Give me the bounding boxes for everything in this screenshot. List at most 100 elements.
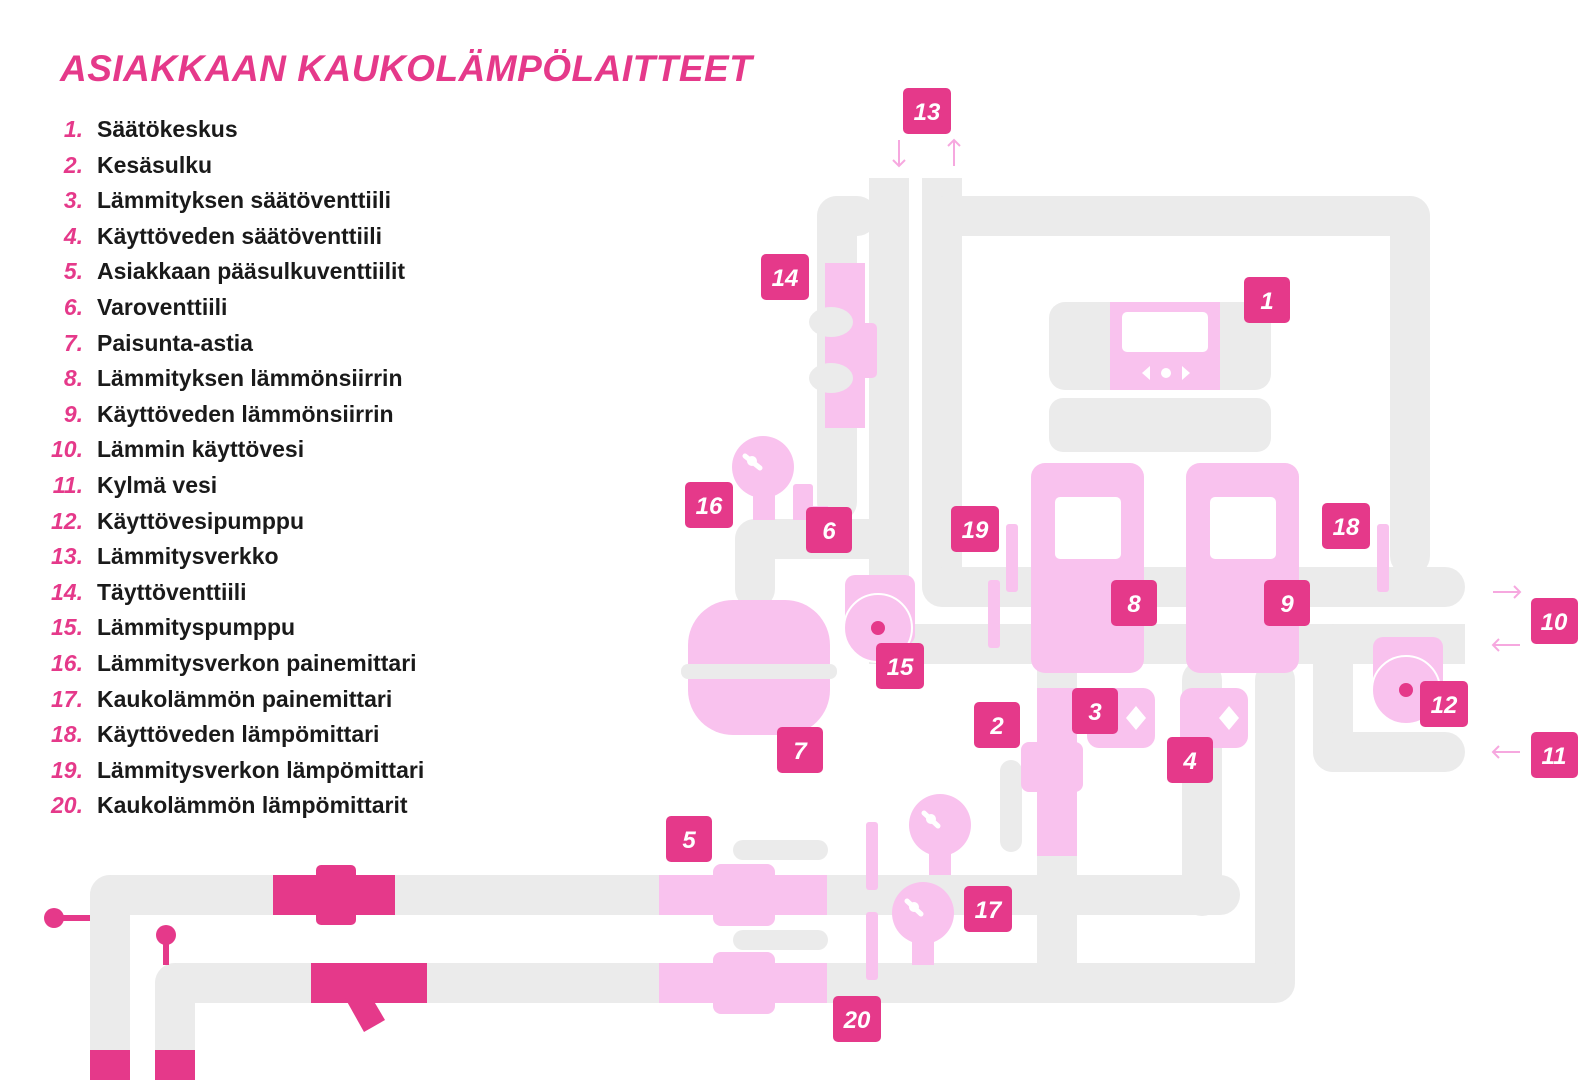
drain-valve-left-stem xyxy=(54,915,90,921)
flow-arrows xyxy=(892,138,1522,759)
legend-item: 6. Varoventtiili xyxy=(38,294,424,330)
district-return-end xyxy=(155,1050,195,1080)
arrow-down-icon xyxy=(892,140,906,168)
legend-item: 16. Lämmitysverkon painemittari xyxy=(38,650,424,686)
badge-20: 20 xyxy=(833,996,881,1042)
legend-item: 11. Kylmä vesi xyxy=(38,472,424,508)
badge-15-label: 15 xyxy=(887,654,914,681)
badge-4-label: 4 xyxy=(1182,748,1196,775)
legend-label: Kaukolämmön painemittari xyxy=(97,685,393,712)
legend-number: 4. xyxy=(63,222,83,249)
pipe-district-supply-down xyxy=(90,875,130,1080)
badge-10-label: 10 xyxy=(1541,609,1568,636)
badge-6: 6 xyxy=(806,507,852,553)
badge-5: 5 xyxy=(666,816,712,862)
fill-valve-knob-lower xyxy=(809,363,853,393)
valve-3-indicator xyxy=(1126,706,1146,730)
district-pressure-gauges xyxy=(892,794,971,965)
pipe-top-horizontal xyxy=(922,196,1430,236)
legend-number: 16. xyxy=(51,649,83,676)
arrow-left-icon xyxy=(1491,638,1520,652)
badge-12: 12 xyxy=(1420,681,1468,727)
pipe-network-supply xyxy=(869,178,909,630)
badge-8: 8 xyxy=(1111,580,1157,626)
district-supply-end xyxy=(90,1050,130,1080)
dhw-pump-hub xyxy=(1399,683,1413,697)
pipe-bypass xyxy=(1000,760,1022,852)
badge-1-label: 1 xyxy=(1260,288,1273,315)
fill-valve-knob-upper xyxy=(809,307,853,337)
legend-label: Lämmityspumppu xyxy=(97,614,296,641)
control-centre-lower-casing xyxy=(1049,398,1271,452)
main-shutoff-valves xyxy=(659,864,827,1014)
badge-16-label: 16 xyxy=(696,493,723,520)
badge-19: 19 xyxy=(951,506,999,552)
hot-water-heat-exchanger xyxy=(1186,463,1299,673)
left-arrow-icon xyxy=(1142,366,1150,380)
badge-5-label: 5 xyxy=(682,827,696,854)
control-centre xyxy=(1049,302,1271,452)
pipe-inner-vertical xyxy=(922,196,962,606)
legend-item: 20.Kaukolämmön lämpömittarit xyxy=(38,792,424,828)
legend-number: 17. xyxy=(51,685,83,712)
thermometer-20b xyxy=(866,912,878,980)
thermometer-19a xyxy=(1006,524,1018,592)
badge-8-label: 8 xyxy=(1127,591,1141,618)
badge-18: 18 xyxy=(1322,503,1370,549)
badge-3-label: 3 xyxy=(1088,699,1102,726)
legend-label: Asiakkaan pääsulkuventtiilit xyxy=(97,258,406,285)
badge-9-label: 9 xyxy=(1280,591,1294,618)
legend-label: Kaukolämmön lämpömittarit xyxy=(97,792,408,819)
dhw-control-valve xyxy=(1180,688,1248,748)
legend-item: 12.Käyttövesipumppu xyxy=(38,508,424,544)
pipe-top-left xyxy=(817,196,877,236)
summer-shutoff xyxy=(1021,688,1083,856)
pipe-cold-water-line xyxy=(869,624,1465,664)
legend-item: 14.Täyttöventtiili xyxy=(38,579,424,615)
badge-18-label: 18 xyxy=(1333,514,1360,541)
legend-item: 2.Kesäsulku xyxy=(38,152,424,188)
legend-number: 14. xyxy=(51,578,83,605)
legend-number: 6. xyxy=(63,293,83,320)
legend-number: 8. xyxy=(63,365,83,392)
legend-item: 9.Käyttöveden lämmönsiirrin xyxy=(38,401,424,437)
thermometer-19b xyxy=(988,580,1000,648)
heating-heat-exchanger xyxy=(1031,463,1144,673)
legend-label: Paisunta-astia xyxy=(97,329,253,356)
badge-17-label: 17 xyxy=(975,897,1003,924)
legend-number: 11. xyxy=(52,471,83,498)
legend-item: 5.Asiakkaan pääsulkuventtiilit xyxy=(38,258,424,294)
heating-pump-hub xyxy=(871,621,885,635)
badges: 1 2 3 4 5 6 7 8 9 10 11 12 13 14 15 16 1… xyxy=(666,88,1578,1042)
legend-list: 1.Säätökeskus 2.Kesäsulku 3.Lämmityksen … xyxy=(38,116,424,828)
badge-1: 1 xyxy=(1244,277,1290,323)
legend-item: 8.Lämmityksen lämmönsiirrin xyxy=(38,365,424,401)
legend-label: Lämmitysverkon painemittari xyxy=(97,649,417,676)
legend-label: Lämmin käyttövesi xyxy=(97,436,305,463)
thermometer-18 xyxy=(1377,524,1389,592)
badge-14: 14 xyxy=(761,254,809,300)
drain-valve-right-stem xyxy=(163,935,169,965)
badge-7-label: 7 xyxy=(793,738,808,765)
valve-4-indicator xyxy=(1219,706,1239,730)
legend-item: 13.Lämmitysverkko xyxy=(38,543,424,579)
badge-2-label: 2 xyxy=(989,713,1004,740)
legend-label: Kylmä vesi xyxy=(97,471,218,498)
legend-number: 18. xyxy=(51,721,83,748)
legend-item: 15.Lämmityspumppu xyxy=(38,614,424,650)
badge-17: 17 xyxy=(964,886,1012,932)
legend-number: 1. xyxy=(63,116,83,142)
legend-label: Varoventtiili xyxy=(97,293,228,320)
badge-19-label: 19 xyxy=(962,517,989,544)
legend-item: 7.Paisunta-astia xyxy=(38,330,424,366)
legend-item: 18.Käyttöveden lämpömittari xyxy=(38,721,424,757)
badge-11: 11 xyxy=(1531,732,1578,778)
badge-15: 15 xyxy=(876,643,924,689)
legend-item: 3.Lämmityksen säätöventtiili xyxy=(38,187,424,223)
district-strainer xyxy=(345,998,385,1032)
fill-valve-handle xyxy=(855,323,877,378)
legend-number: 13. xyxy=(51,543,83,570)
badge-13: 13 xyxy=(903,88,951,134)
arrow-left-icon xyxy=(1491,745,1520,759)
